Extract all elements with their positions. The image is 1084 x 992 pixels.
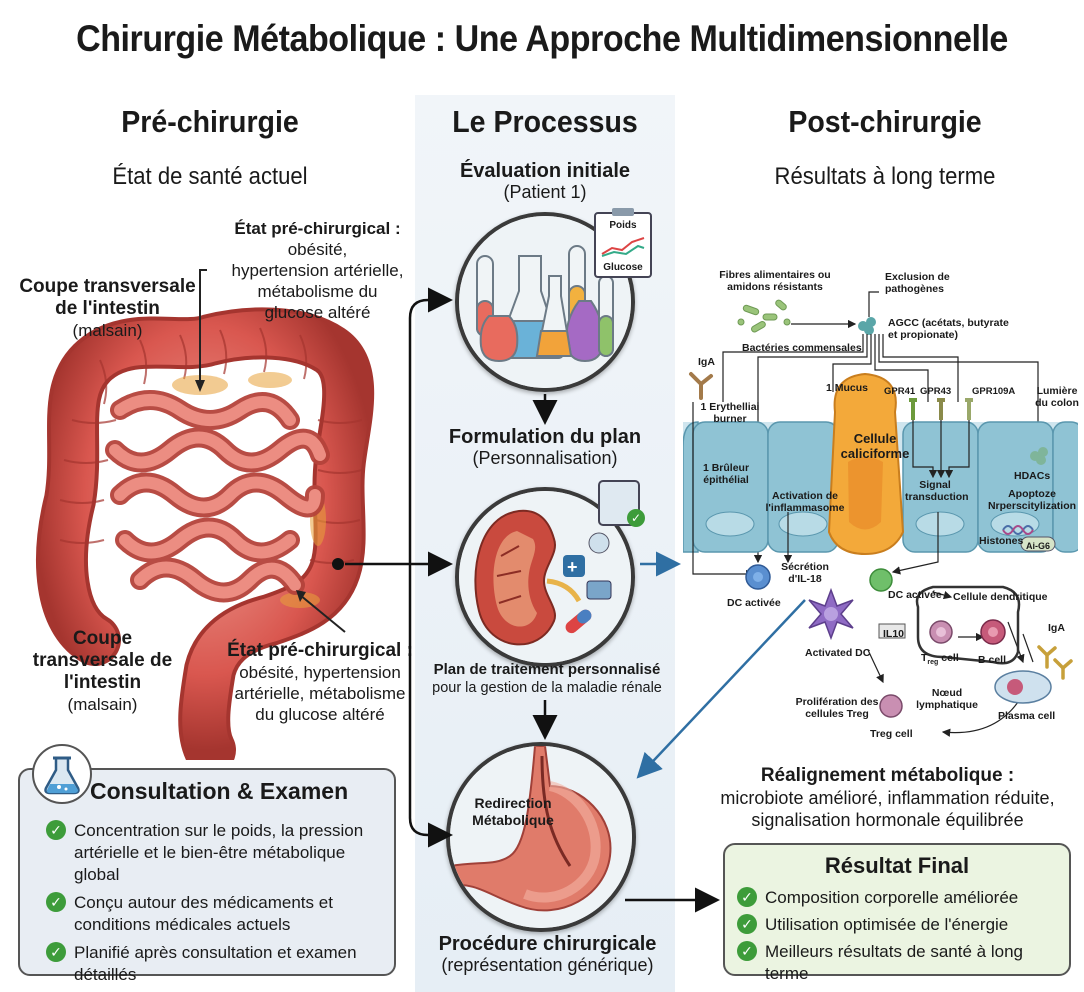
result-item-2: ✓Utilisation optimisée de l'énergie	[737, 914, 1067, 936]
check-icon: ✓	[46, 942, 66, 962]
label-b-cell: B cell	[978, 654, 1007, 666]
step3-label: Procédure chirurgicale (représentation g…	[438, 933, 657, 975]
label-plasma-cell: Plasma cell	[998, 710, 1056, 722]
check-icon: ✓	[46, 820, 66, 840]
document-icon: ✓	[598, 480, 645, 527]
label-activated-dc: Activated DC	[805, 647, 871, 659]
label-dc-activee-right: DC activée	[888, 589, 942, 601]
stomach-label: Redirection Métabolique	[472, 795, 554, 828]
flask-icon	[32, 744, 92, 804]
check-icon: ✓	[737, 941, 757, 961]
label-treg-cell: Treg cell	[870, 728, 913, 740]
label-treg: Treg cell	[921, 652, 959, 667]
step2-label: Formulation du plan (Personnalisation)	[448, 426, 642, 468]
result-box: Résultat Final ✓Composition corporelle a…	[723, 843, 1071, 983]
consultation-title: Consultation & Examen	[90, 778, 349, 804]
intestine-illustration	[36, 269, 375, 760]
page-title: Chirurgie Métabolique : Une Approche Mul…	[76, 18, 1008, 59]
pre-subheading: État de santé actuel	[112, 163, 308, 190]
kidney-circle: +	[455, 487, 635, 667]
section-label-bottom: Coupe transversale de l'intestin (malsai…	[32, 628, 173, 714]
consultation-box: Consultation & Examen ✓Concentration sur…	[18, 744, 396, 984]
pre-state-bottom: État pré-chirurgical : obésité, hyperten…	[227, 640, 413, 724]
section-label-top: Coupe transversale de l'intestin (malsai…	[19, 276, 196, 340]
label-hdacs: HDACs	[1014, 470, 1051, 482]
stomach-circle	[446, 742, 636, 932]
label-iga-bottom: IgA	[1048, 622, 1065, 634]
label-gpr109a: GPR109A	[972, 386, 1016, 397]
plan-label: Plan de traitement personnalisé pour la …	[432, 661, 662, 696]
gut-mechanism-diagram	[683, 291, 1078, 737]
result-title: Résultat Final	[824, 853, 970, 878]
label-cellule-dendritique: Cellule dendritique	[953, 591, 1048, 603]
label-gpr41: GPR41	[884, 386, 916, 397]
label-gpr43: GPR43	[920, 386, 952, 397]
post-heading: Post-chirurgie	[788, 104, 982, 139]
realignment-text: Réalignement métabolique : microbiote am…	[720, 765, 1055, 830]
pre-state-top-title: État pré-chirurgical :	[234, 219, 401, 238]
result-item-3: ✓Meilleurs résultats de santé à long ter…	[737, 941, 1067, 985]
pre-state-top: État pré-chirurgical : obésité, hyperten…	[225, 218, 410, 323]
svg-text:+: +	[567, 557, 578, 577]
check-icon: ✓	[737, 887, 757, 907]
process-heading: Le Processus	[452, 104, 638, 139]
label-dc-activee-left: DC activée	[727, 597, 781, 609]
label-bacteries: Bactéries commensales	[742, 342, 862, 354]
clipboard-icon: Poids Glucose	[594, 208, 652, 278]
result-item-1: ✓Composition corporelle améliorée	[737, 887, 1067, 909]
label-il10: IL10	[883, 628, 905, 640]
check-icon: ✓	[46, 892, 66, 912]
label-mucus: 1 Mucus	[826, 382, 869, 394]
label-histones: Histones	[979, 535, 1024, 547]
step1-label: Évaluation initiale (Patient 1)	[459, 160, 631, 202]
post-subheading: Résultats à long terme	[774, 163, 996, 190]
check-icon: ✓	[737, 914, 757, 934]
label-iga-top: IgA	[698, 356, 715, 368]
lab-flasks-circle	[455, 212, 635, 392]
pre-heading: Pré-chirurgie	[121, 104, 299, 139]
consult-item-1: ✓Concentration sur le poids, la pression…	[46, 820, 391, 886]
label-ai-g6: Ai-G6	[1026, 541, 1051, 551]
